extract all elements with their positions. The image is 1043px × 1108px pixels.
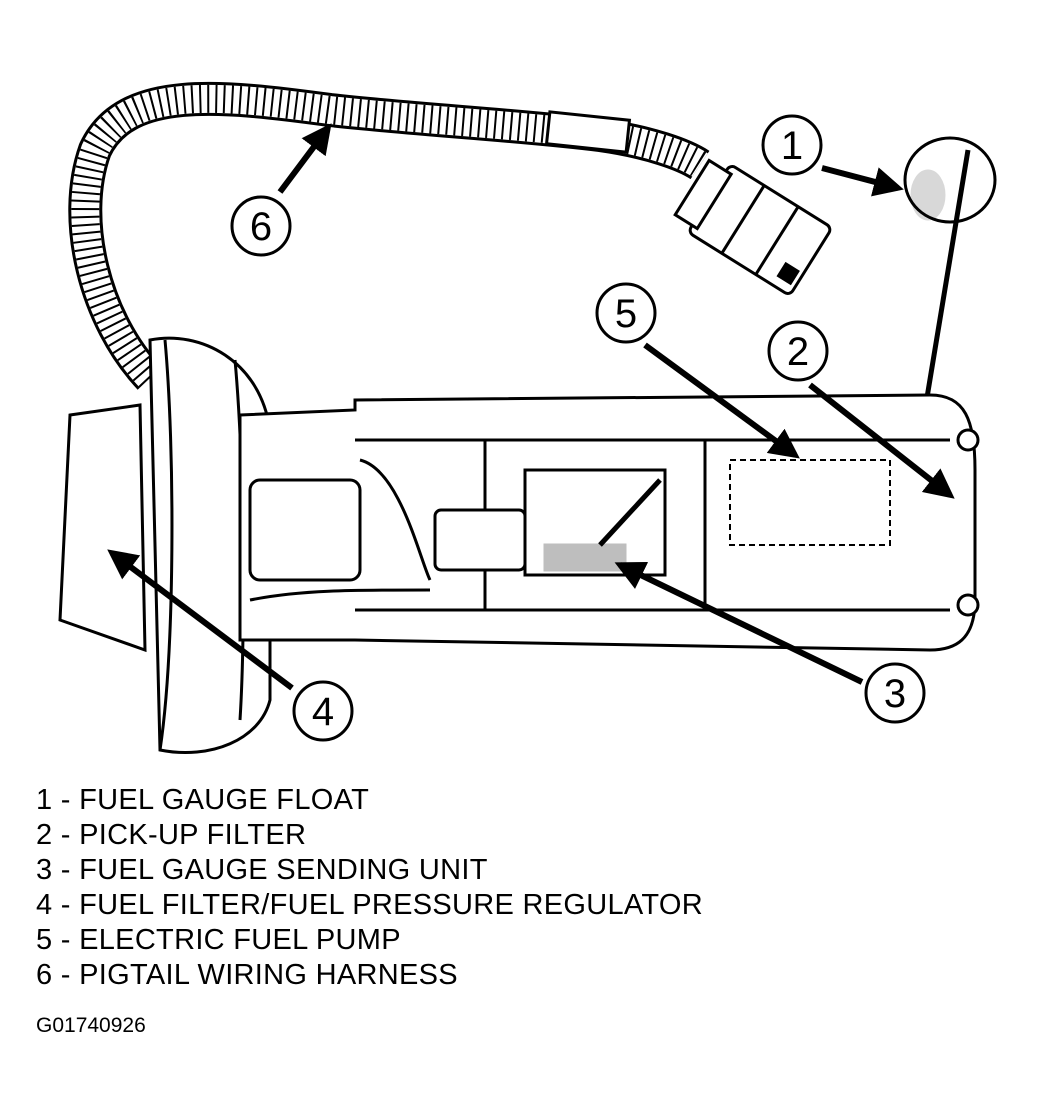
legend-item-2: 2 - PICK-UP FILTER <box>36 819 307 851</box>
float-shade <box>910 169 946 221</box>
callout-3-circle <box>864 662 926 724</box>
callout-2-number: 2 <box>787 330 809 374</box>
callout-4: 4 <box>292 680 354 742</box>
connector-rib <box>720 184 766 255</box>
regulator-tubes-2 <box>249 588 431 602</box>
pump-dashed-outline <box>729 459 891 546</box>
callout-2: 2 <box>767 320 829 382</box>
mounting-bolt-bottom <box>956 593 980 617</box>
legend-item-3: 3 - FUEL GAUGE SENDING UNIT <box>36 854 488 886</box>
electrical-connector <box>673 158 832 295</box>
arrow-1 <box>821 165 904 197</box>
pigtail-wiring-harness <box>68 81 710 390</box>
callout-5: 5 <box>595 282 657 344</box>
flange-cover <box>58 403 147 653</box>
callout-3: 3 <box>864 662 926 724</box>
sending-unit-wiper <box>543 543 627 572</box>
callout-6: 6 <box>230 195 292 257</box>
callout-6-circle <box>230 195 292 257</box>
callout-5-circle <box>595 282 657 344</box>
flange-rim <box>158 339 174 751</box>
connector-key <box>776 261 800 286</box>
sending-unit-card <box>523 468 667 577</box>
regulator-canister <box>248 478 362 582</box>
parts-legend: 1 - FUEL GAUGE FLOAT 2 - PICK-UP FILTER … <box>36 783 703 993</box>
callout-1-number: 1 <box>781 124 803 168</box>
mounting-bolt-top <box>956 428 980 452</box>
legend-item-5: 5 - ELECTRIC FUEL PUMP <box>36 924 401 956</box>
legend-item-4: 4 - FUEL FILTER/FUEL PRESSURE REGULATOR <box>36 889 704 921</box>
figure-id: G01740926 <box>36 1014 146 1037</box>
legend-item-6: 6 - PIGTAIL WIRING HARNESS <box>36 959 458 991</box>
arrow-2 <box>808 382 955 499</box>
arrow-4 <box>107 549 294 691</box>
callout-6-number: 6 <box>250 205 272 249</box>
callout-4-circle <box>292 680 354 742</box>
pressure-regulator-area <box>248 458 432 602</box>
callout-arrows <box>107 123 955 691</box>
arrow-3 <box>614 561 864 685</box>
connector-rib-2 <box>754 205 800 276</box>
fuel-pump-module-diagram: 1 2 3 4 5 6 <box>58 81 997 755</box>
float-body <box>903 136 997 224</box>
sending-unit-plug <box>433 508 527 572</box>
arrow-6 <box>277 123 332 194</box>
callout-1-circle <box>761 114 823 176</box>
callout-4-number: 4 <box>312 690 334 734</box>
arrow-5 <box>643 342 800 459</box>
callout-3-number: 3 <box>884 672 906 716</box>
regulator-tubes <box>359 458 432 581</box>
callout-2-circle <box>767 320 829 382</box>
callout-5-number: 5 <box>615 292 637 336</box>
sending-unit-arm <box>598 478 662 547</box>
callout-1: 1 <box>761 114 823 176</box>
connector-latch <box>673 158 734 231</box>
harness-tape-band <box>544 110 632 154</box>
legend-item-1: 1 - FUEL GAUGE FLOAT <box>36 784 370 816</box>
sending-unit-assembly <box>433 438 707 612</box>
